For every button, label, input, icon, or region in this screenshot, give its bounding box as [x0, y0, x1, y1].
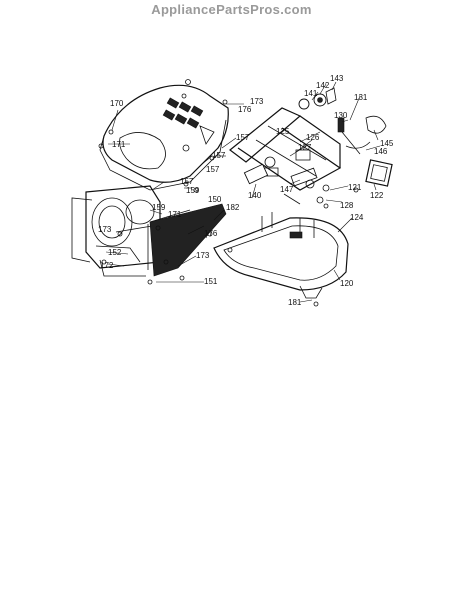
motor	[243, 163, 330, 205]
part-label: 146	[374, 147, 388, 156]
part-label: 176	[238, 105, 252, 114]
part-label: 157	[206, 165, 220, 174]
part-label: 173	[98, 225, 112, 234]
part-label: 157	[236, 133, 250, 142]
part-label: 159	[152, 203, 166, 212]
part-label: 150	[208, 195, 222, 204]
part-label: 143	[330, 74, 344, 83]
part-label: 128	[340, 201, 354, 210]
part-label: 173	[196, 251, 210, 260]
part-label: 124	[350, 213, 364, 222]
linkage	[337, 115, 387, 155]
lower-housing	[213, 212, 349, 299]
part-label: 122	[370, 191, 384, 200]
part-label: 157	[180, 177, 194, 186]
handle-frame	[229, 107, 342, 191]
top-cover	[99, 84, 229, 191]
discharge-chute	[147, 203, 227, 277]
part-label: 152	[108, 248, 122, 257]
part-labels: 170 173 176 157 171 157 157 159 157 159 …	[98, 74, 394, 307]
part-label: 181	[288, 298, 302, 307]
part-label: 141	[304, 89, 318, 98]
part-label: 130	[334, 111, 348, 120]
part-label: 173	[250, 97, 264, 106]
part-label: 121	[348, 183, 362, 192]
part-label: 142	[316, 81, 330, 90]
part-label: 127	[298, 143, 312, 152]
part-label: 157	[212, 151, 226, 160]
part-label: 182	[226, 203, 240, 212]
part-label: 145	[380, 139, 394, 148]
screw-icon	[101, 155, 359, 307]
part-label: 151	[204, 277, 218, 286]
part-label: 176	[204, 229, 218, 238]
watermark-logo: AppliancePartsPros.com	[151, 2, 312, 17]
part-label: 126	[306, 133, 320, 142]
part-label: 131	[354, 93, 368, 102]
leader-lines	[105, 81, 381, 303]
screw-icon	[98, 79, 228, 149]
part-label: 125	[276, 127, 290, 136]
part-label: 147	[280, 185, 294, 194]
filter-element	[365, 159, 393, 187]
part-label: 170	[110, 99, 124, 108]
part-label: 159	[186, 186, 200, 195]
part-label: 171	[168, 210, 182, 219]
part-label: 171	[112, 140, 126, 149]
part-label: 140	[248, 191, 262, 200]
part-label: 172	[100, 261, 114, 270]
auger-housing	[71, 185, 161, 277]
part-label: 120	[340, 279, 354, 288]
